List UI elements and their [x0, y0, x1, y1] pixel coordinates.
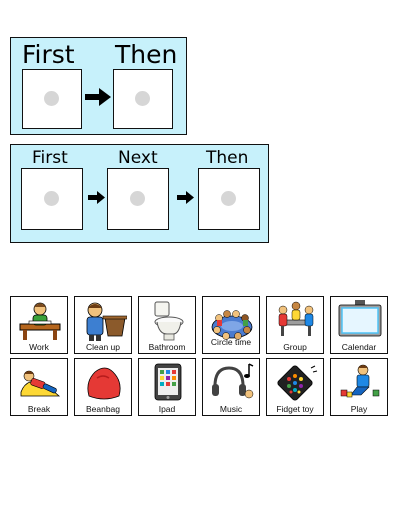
placeholder-dot: [44, 191, 59, 206]
card-label: Beanbag: [85, 404, 121, 414]
play-icon: [340, 364, 380, 398]
card-work[interactable]: Work: [10, 296, 68, 354]
next-header: Next: [118, 148, 158, 168]
clean-up-icon: [86, 302, 127, 341]
arrow-right-icon: [85, 88, 111, 106]
card-label: Bathroom: [148, 342, 186, 352]
card-beanbag[interactable]: Beanbag: [74, 358, 132, 416]
card-label: Break: [27, 404, 51, 414]
arrow-right-icon: [177, 191, 194, 204]
music-icon: [212, 363, 254, 399]
first-header: First: [22, 40, 75, 69]
card-circle-time[interactable]: Circle time: [202, 296, 260, 354]
card-label: Circle time: [210, 337, 252, 347]
then-header: Then: [115, 40, 178, 69]
break-icon: [20, 370, 61, 397]
card-fidget-toy[interactable]: Fidget toy: [266, 358, 324, 416]
first-next-then-board: First Next Then: [10, 144, 269, 243]
then-slot[interactable]: [113, 69, 173, 129]
first-slot[interactable]: [21, 168, 83, 230]
card-label: Clean up: [85, 342, 121, 352]
fidget-toy-icon: [277, 365, 318, 401]
placeholder-dot: [221, 191, 236, 206]
card-group[interactable]: Group: [266, 296, 324, 354]
card-break[interactable]: Break: [10, 358, 68, 416]
work-icon: [19, 302, 61, 340]
ipad-icon: [154, 363, 182, 401]
first-header: First: [32, 148, 68, 168]
card-label: Music: [219, 404, 243, 414]
card-label: Calendar: [341, 342, 377, 352]
arrow-right-icon: [88, 191, 105, 204]
then-slot[interactable]: [198, 168, 260, 230]
bathroom-icon: [154, 301, 184, 341]
calendar-icon: [338, 300, 382, 337]
then-header: Then: [206, 148, 249, 168]
card-bathroom[interactable]: Bathroom: [138, 296, 196, 354]
first-slot[interactable]: [22, 69, 82, 129]
card-calendar[interactable]: Calendar: [330, 296, 388, 354]
first-then-board: First Then: [10, 37, 187, 135]
next-slot[interactable]: [107, 168, 169, 230]
card-label: Play: [350, 404, 368, 414]
circle-time-icon: [211, 310, 253, 340]
placeholder-dot: [135, 91, 150, 106]
card-clean-up[interactable]: Clean up: [74, 296, 132, 354]
card-label: Group: [283, 342, 307, 352]
card-label: Fidget toy: [276, 404, 314, 414]
placeholder-dot: [130, 191, 145, 206]
card-music[interactable]: Music: [202, 358, 260, 416]
card-label: Ipad: [158, 404, 176, 414]
card-ipad[interactable]: Ipad: [138, 358, 196, 416]
card-label: Work: [29, 342, 49, 352]
group-icon: [278, 301, 314, 336]
placeholder-dot: [44, 91, 59, 106]
beanbag-icon: [87, 367, 121, 400]
card-play[interactable]: Play: [330, 358, 388, 416]
